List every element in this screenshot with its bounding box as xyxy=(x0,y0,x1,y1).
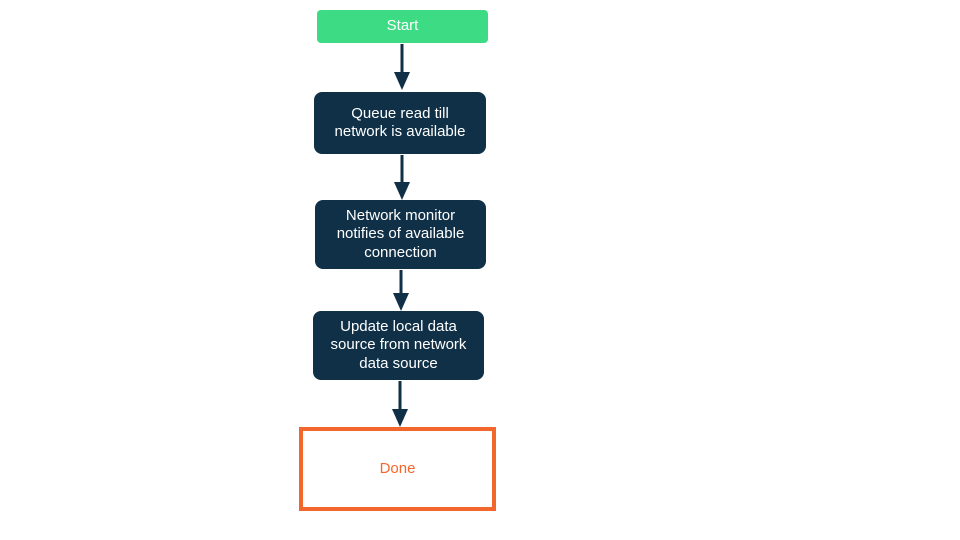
node-update-local-label: Update local data source from network da… xyxy=(330,318,467,372)
edge-network-monitor-to-update-local xyxy=(389,270,413,311)
node-start-label: Start xyxy=(386,17,419,35)
node-queue-read[interactable]: Queue read till network is available xyxy=(314,92,486,154)
node-start[interactable]: Start xyxy=(317,10,488,43)
node-update-local[interactable]: Update local data source from network da… xyxy=(313,311,484,380)
node-network-monitor-label: Network monitor notifies of available co… xyxy=(336,207,465,261)
node-network-monitor[interactable]: Network monitor notifies of available co… xyxy=(315,200,486,269)
edge-update-local-to-done xyxy=(388,381,412,427)
edge-queue-read-to-network-monitor xyxy=(390,155,414,200)
node-done[interactable]: Done xyxy=(299,427,496,511)
node-done-label: Done xyxy=(379,459,416,477)
edge-start-to-queue-read xyxy=(390,44,414,90)
node-queue-read-label: Queue read till network is available xyxy=(334,104,466,140)
